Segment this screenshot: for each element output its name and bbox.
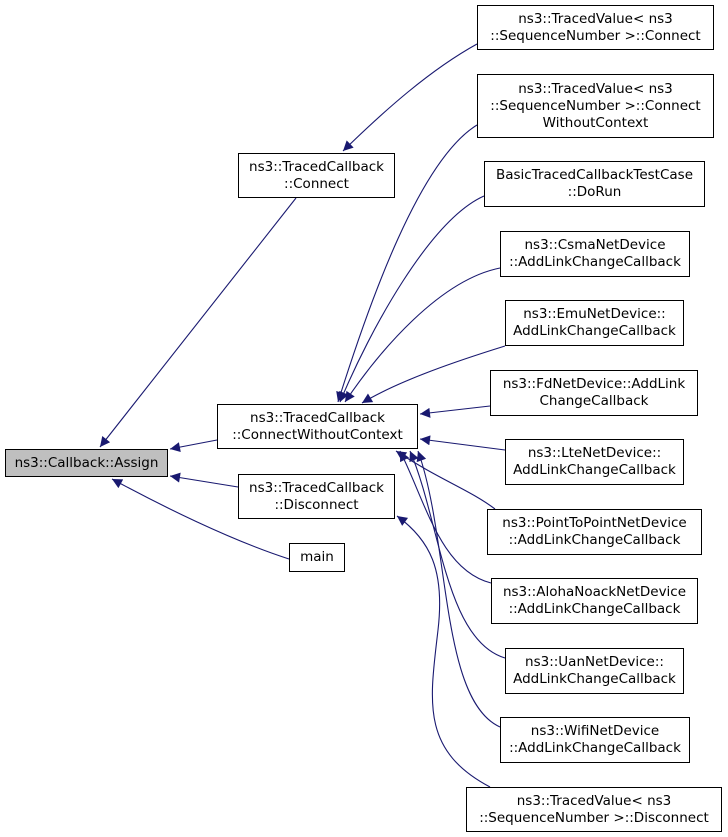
- node-label-line: ns3::EmuNetDevice::: [523, 306, 666, 322]
- node-tracedcallback-disconnect[interactable]: ns3::TracedCallback ::Disconnect: [238, 474, 395, 519]
- edge-basic-test-to-tc-connect-wo: [339, 195, 485, 403]
- edge-tv-connect-wo-to-tc-connect-wo: [336, 124, 478, 403]
- node-label-line: AddLinkChangeCallback: [513, 671, 676, 687]
- node-label-line: ns3::TracedValue< ns3: [518, 10, 673, 27]
- edge-tc-connect-wo-to-assign: [169, 439, 218, 453]
- node-tracedcallback-connect[interactable]: ns3::TracedCallback ::Connect: [238, 153, 395, 198]
- node-wifi-net-device[interactable]: ns3::WifiNetDevice ::AddLinkChangeCallba…: [500, 717, 690, 763]
- node-label-line: ::ConnectWithoutContext: [232, 426, 403, 443]
- edge-p2p-to-tc-connect-wo: [395, 450, 496, 510]
- node-fd-net-device[interactable]: ns3::FdNetDevice::AddLink ChangeCallback: [490, 370, 698, 416]
- node-label-line: ns3::TracedCallback: [249, 479, 384, 496]
- node-aloha-noack-net-device[interactable]: ns3::AlohaNoackNetDevice ::AddLinkChange…: [491, 578, 698, 624]
- node-point-to-point-net-device[interactable]: ns3::PointToPointNetDevice ::AddLinkChan…: [487, 509, 702, 555]
- node-label-line: WithoutContext: [542, 114, 649, 131]
- edge-lte-to-tc-connect-wo: [419, 435, 506, 451]
- node-label-line: ::AddLinkChangeCallback: [508, 601, 681, 617]
- node-label-line: ns3::CsmaNetDevice: [524, 237, 666, 253]
- node-basic-traced-callback-test-case[interactable]: BasicTracedCallbackTestCase ::DoRun: [484, 161, 705, 207]
- node-main[interactable]: main: [289, 543, 345, 572]
- edge-tc-connect-to-assign: [99, 197, 297, 448]
- node-label-line: ns3::FdNetDevice::AddLink: [502, 376, 686, 392]
- node-csma-net-device[interactable]: ns3::CsmaNetDevice ::AddLinkChangeCallba…: [500, 231, 690, 277]
- edge-tv-disconnect-to-tc-disconnect: [396, 515, 491, 788]
- node-label-line: ns3::WifiNetDevice: [530, 723, 660, 739]
- node-label-line: ::SequenceNumber >::Connect: [490, 97, 701, 114]
- node-label-line: ::Connect: [284, 175, 349, 192]
- node-label-line: ns3::PointToPointNetDevice: [502, 515, 687, 531]
- edge-tc-disconnect-to-assign: [169, 472, 239, 488]
- edge-fd-to-tc-connect-wo: [419, 405, 491, 418]
- node-emu-net-device[interactable]: ns3::EmuNetDevice:: AddLinkChangeCallbac…: [505, 300, 684, 346]
- node-label-line: ChangeCallback: [539, 393, 649, 409]
- node-label-line: ns3::AlohaNoackNetDevice: [502, 584, 687, 600]
- node-tracedcallback-connect-without-context[interactable]: ns3::TracedCallback ::ConnectWithoutCont…: [217, 404, 418, 449]
- node-label-line: ::AddLinkChangeCallback: [509, 254, 681, 270]
- edge-aloha-to-tc-connect-wo: [399, 450, 492, 584]
- node-label-line: AddLinkChangeCallback: [513, 462, 676, 478]
- node-label-line: main: [300, 549, 334, 565]
- node-label-line: BasicTracedCallbackTestCase: [495, 167, 694, 183]
- node-label-line: ns3::TracedCallback: [250, 409, 385, 426]
- node-uan-net-device[interactable]: ns3::UanNetDevice:: AddLinkChangeCallbac…: [505, 648, 684, 694]
- node-lte-net-device[interactable]: ns3::LteNetDevice:: AddLinkChangeCallbac…: [505, 439, 684, 485]
- node-label-line: ::AddLinkChangeCallback: [508, 532, 681, 548]
- node-label-line: ::SequenceNumber >::Connect: [490, 27, 701, 44]
- node-label-line: ns3::UanNetDevice::: [525, 654, 664, 670]
- edge-tv-connect-to-tc-connect: [342, 43, 478, 152]
- node-label-line: ::DoRun: [567, 184, 622, 200]
- edge-csma-to-tc-connect-wo: [344, 267, 501, 403]
- node-label-line: ::Disconnect: [274, 496, 359, 513]
- edge-emu-to-tc-connect-wo: [361, 345, 506, 404]
- node-label-line: AddLinkChangeCallback: [513, 323, 676, 339]
- node-label-line: ns3::TracedValue< ns3: [518, 80, 673, 97]
- node-label-line: ns3::TracedCallback: [249, 158, 384, 175]
- node-callback-assign: ns3::Callback::Assign: [5, 449, 168, 477]
- node-tracedvalue-connect[interactable]: ns3::TracedValue< ns3 ::SequenceNumber >…: [477, 5, 714, 50]
- node-label-line: ns3::TracedValue< ns3: [516, 792, 672, 809]
- node-label-line: ns3::LteNetDevice::: [527, 445, 662, 461]
- node-label-line: ns3::Callback::Assign: [14, 454, 159, 471]
- node-tracedvalue-disconnect[interactable]: ns3::TracedValue< ns3 ::SequenceNumber >…: [466, 787, 722, 832]
- node-label-line: ::AddLinkChangeCallback: [509, 740, 681, 756]
- node-label-line: ::SequenceNumber >::Disconnect: [479, 809, 709, 826]
- edge-main-to-assign: [111, 478, 290, 560]
- edge-uan-to-tc-connect-wo: [409, 450, 506, 659]
- node-tracedvalue-connect-without-context[interactable]: ns3::TracedValue< ns3 ::SequenceNumber >…: [477, 74, 714, 138]
- edge-wifi-to-tc-connect-wo: [416, 450, 501, 728]
